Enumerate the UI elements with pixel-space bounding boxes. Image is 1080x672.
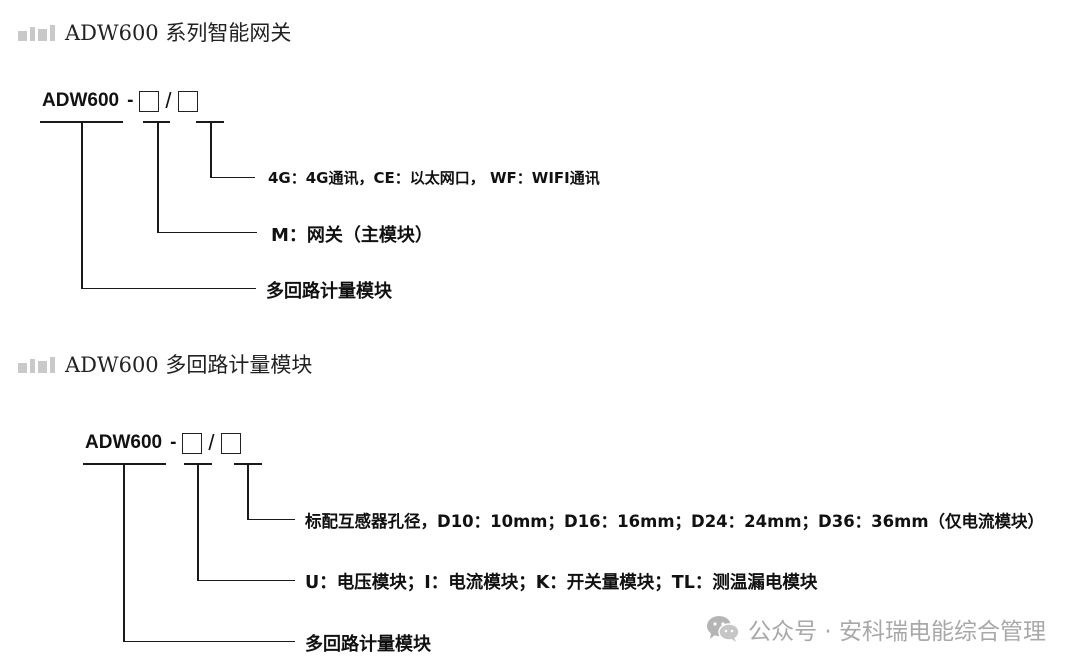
leader-line — [157, 231, 257, 234]
leader-line — [123, 640, 295, 643]
description-line: M：网关（主模块） — [271, 225, 433, 246]
description-line: U：电压模块；I：电流模块；K：开关量模块；TL：测温漏电模块 — [305, 573, 818, 593]
code-dash: - — [170, 432, 177, 453]
section-heading-gateway: ADW600 系列智能网关 — [18, 18, 291, 46]
leader-line — [123, 463, 125, 642]
heading-bullet-icon — [18, 23, 55, 41]
description-line: 多回路计量模块 — [305, 634, 431, 655]
code-slash: / — [208, 430, 215, 455]
leader-line — [210, 176, 255, 179]
leader-line — [81, 287, 256, 290]
leader-line — [157, 121, 159, 233]
model-code: ADW600 - / — [85, 430, 247, 456]
model-name: ADW600 — [42, 90, 120, 111]
description-line: 4G：4G通讯，CE：以太网口， WF：WIFI通讯 — [268, 169, 600, 187]
leader-line — [247, 463, 249, 520]
section-title: ADW600 多回路计量模块 — [65, 353, 313, 377]
section-heading-metering: ADW600 多回路计量模块 — [18, 350, 312, 378]
model-name: ADW600 — [85, 432, 163, 453]
code-slot-box — [177, 90, 198, 112]
code-dash: - — [127, 90, 134, 111]
underline-slot1 — [143, 121, 170, 123]
leader-line — [197, 579, 295, 582]
watermark-text: 公众号 · 安科瑞电能综合管理 — [748, 619, 1046, 645]
model-code: ADW600 - / — [42, 88, 204, 114]
leader-line — [247, 518, 295, 521]
code-slot-box — [182, 432, 203, 454]
code-slot-box — [139, 90, 160, 112]
leader-line — [197, 463, 199, 581]
leader-line — [210, 121, 212, 178]
code-slot-box — [220, 432, 241, 454]
leader-line — [81, 121, 83, 289]
code-slash: / — [165, 88, 172, 113]
heading-bullet-icon — [18, 355, 55, 373]
wechat-icon — [706, 615, 740, 643]
description-line: 标配互感器孔径，D10：10mm；D16：16mm；D24：24mm；D36：3… — [305, 512, 1045, 531]
description-line: 多回路计量模块 — [266, 281, 392, 302]
watermark: 公众号 · 安科瑞电能综合管理 — [706, 612, 1046, 646]
section-title: ADW600 系列智能网关 — [65, 21, 292, 45]
